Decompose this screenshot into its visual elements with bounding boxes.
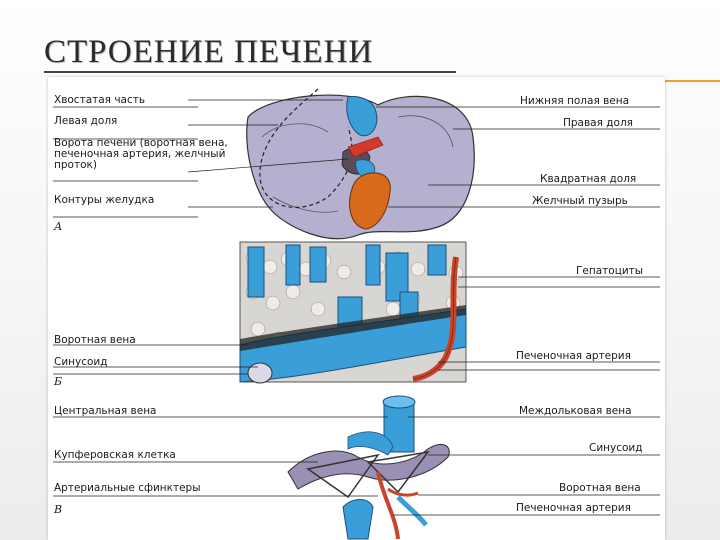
label-gallbladder: Желчный пузырь bbox=[532, 195, 628, 207]
label-caudate-part: Хвостатая часть bbox=[54, 94, 146, 106]
liver-macro-illustration bbox=[53, 88, 660, 240]
label-hepatic-artery-b: Печеночная артерия bbox=[516, 350, 631, 362]
section-a-marker: А bbox=[54, 220, 63, 233]
title-underline bbox=[44, 71, 456, 73]
liver-figure-panel: Хвостатая часть Левая доля Ворота печени… bbox=[48, 77, 665, 540]
label-interlobular-vein: Междольковая вена bbox=[519, 405, 632, 417]
label-sinusoid-b: Синусоид bbox=[54, 356, 108, 368]
label-quadrate-lobe: Квадратная доля bbox=[540, 173, 637, 185]
label-porta-hepatis: Ворота печени (воротная вена, печеночная… bbox=[54, 137, 228, 171]
label-left-lobe: Левая доля bbox=[54, 115, 118, 127]
label-portal-vein-v: Воротная вена bbox=[559, 482, 641, 494]
label-stomach-contour: Контуры желудка bbox=[54, 194, 155, 206]
label-kupffer-cell: Купферовская клетка bbox=[54, 449, 176, 461]
lobule-block-illustration bbox=[53, 241, 660, 384]
label-arterial-sphincters: Артериальные сфинктеры bbox=[54, 482, 201, 494]
section-b-marker: Б bbox=[54, 375, 63, 388]
slide-title: СТРОЕНИЕ ПЕЧЕНИ bbox=[44, 34, 374, 70]
label-hepatocytes: Гепатоциты bbox=[576, 265, 644, 277]
label-inferior-vena-cava: Нижняя полая вена bbox=[520, 95, 630, 107]
accent-line bbox=[612, 80, 720, 82]
sinusoid-network-illustration bbox=[53, 395, 660, 540]
liver-structure-figure bbox=[53, 88, 660, 540]
label-central-vein: Центральная вена bbox=[54, 405, 157, 417]
section-v-marker: В bbox=[54, 503, 63, 516]
label-hepatic-artery-v: Печеночная артерия bbox=[516, 502, 631, 514]
label-right-lobe: Правая доля bbox=[563, 117, 633, 129]
label-portal-vein-b: Воротная вена bbox=[54, 334, 136, 346]
label-sinusoid-v: Синусоид bbox=[589, 442, 643, 454]
